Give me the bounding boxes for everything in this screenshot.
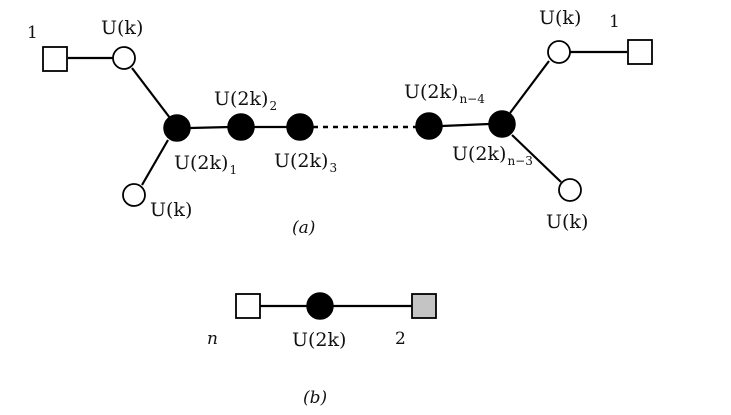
label-uk-top-right: U(k) [539, 7, 581, 29]
diagram-b: n U(2k) 2 (b) [207, 292, 437, 408]
diagram-a-edges [68, 50, 627, 186]
edge-u2k1-to-uk-bottom [141, 139, 169, 186]
label-flavor-right: 1 [609, 12, 620, 32]
gauge-node-uk-bottom-right [558, 178, 582, 202]
label-uk-top-left: U(k) [101, 17, 143, 39]
edge-u2kn4-to-u2kn3 [441, 122, 490, 128]
gauge-node-uk-top-left [112, 46, 136, 70]
diagram-a-labels: 1 U(k) U(k) U(2k)2 U(2k)1 U(2k)3 U(2k)n−… [27, 7, 620, 238]
edge-u2kn3-to-uk-top [509, 60, 550, 114]
gauge-node-uk-bottom-left [122, 183, 146, 207]
edge-u2k1-to-u2k2 [189, 125, 231, 130]
label-u2k-2: U(2k)2 [214, 88, 277, 113]
gauge-node-u2k-n4 [415, 112, 443, 140]
gauge-node-u2k-3 [286, 113, 314, 141]
caption-a: (a) [292, 218, 315, 238]
diagram-a-nodes [42, 39, 653, 207]
gauge-node-u2k-2 [227, 113, 255, 141]
gauge-node-u2k-n3 [488, 110, 516, 138]
edge-uk-to-u2k1 [131, 67, 171, 119]
label-flavor-n: n [207, 329, 218, 349]
label-flavor-2: 2 [395, 329, 406, 349]
label-u2k-center: U(2k) [292, 329, 346, 351]
edge-u2kn3-to-uk-bottom [511, 134, 562, 183]
label-uk-bottom-left: U(k) [150, 199, 192, 221]
gauge-node-u2k [306, 292, 334, 320]
label-u2k-1: U(2k)1 [174, 152, 237, 177]
caption-b: (b) [303, 388, 327, 408]
label-u2k-3: U(2k)3 [274, 150, 337, 175]
flavor-node-2-shaded [411, 293, 437, 319]
label-flavor-left: 1 [27, 23, 38, 43]
flavor-node-n [235, 293, 261, 319]
label-uk-bottom-right: U(k) [546, 211, 588, 233]
gauge-node-uk-top-right [547, 40, 571, 64]
gauge-node-u2k-1 [163, 114, 191, 142]
label-u2k-n4: U(2k)n−4 [404, 81, 485, 106]
label-u2k-n3: U(2k)n−3 [452, 143, 533, 168]
flavor-node-right [627, 39, 653, 65]
flavor-node-left [42, 46, 68, 72]
